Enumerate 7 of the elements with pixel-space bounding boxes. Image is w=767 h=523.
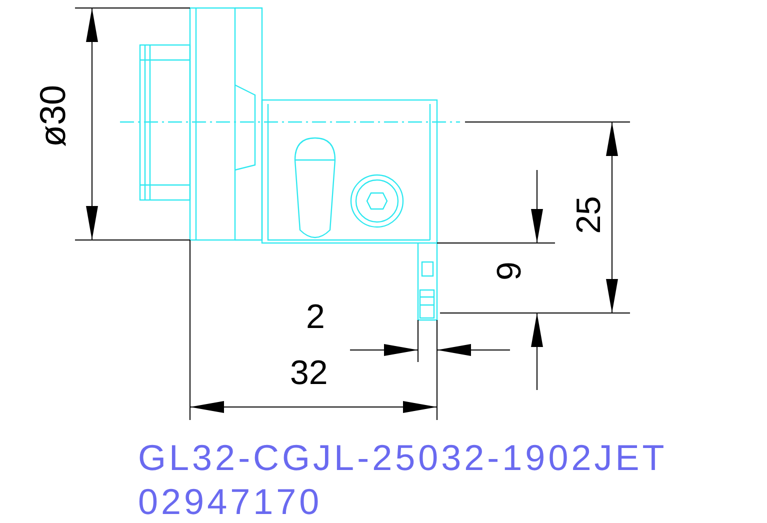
part-number: GL32-CGJL-25032-1902JET <box>138 440 668 476</box>
dimension-label: 2 <box>306 300 325 334</box>
dimension-label: 9 <box>492 262 526 280</box>
dimension-label: 25 <box>572 196 606 234</box>
article-number: 02947170 <box>138 484 322 520</box>
dimension-label: ø30 <box>35 84 72 148</box>
dimension-label: 32 <box>290 356 328 390</box>
